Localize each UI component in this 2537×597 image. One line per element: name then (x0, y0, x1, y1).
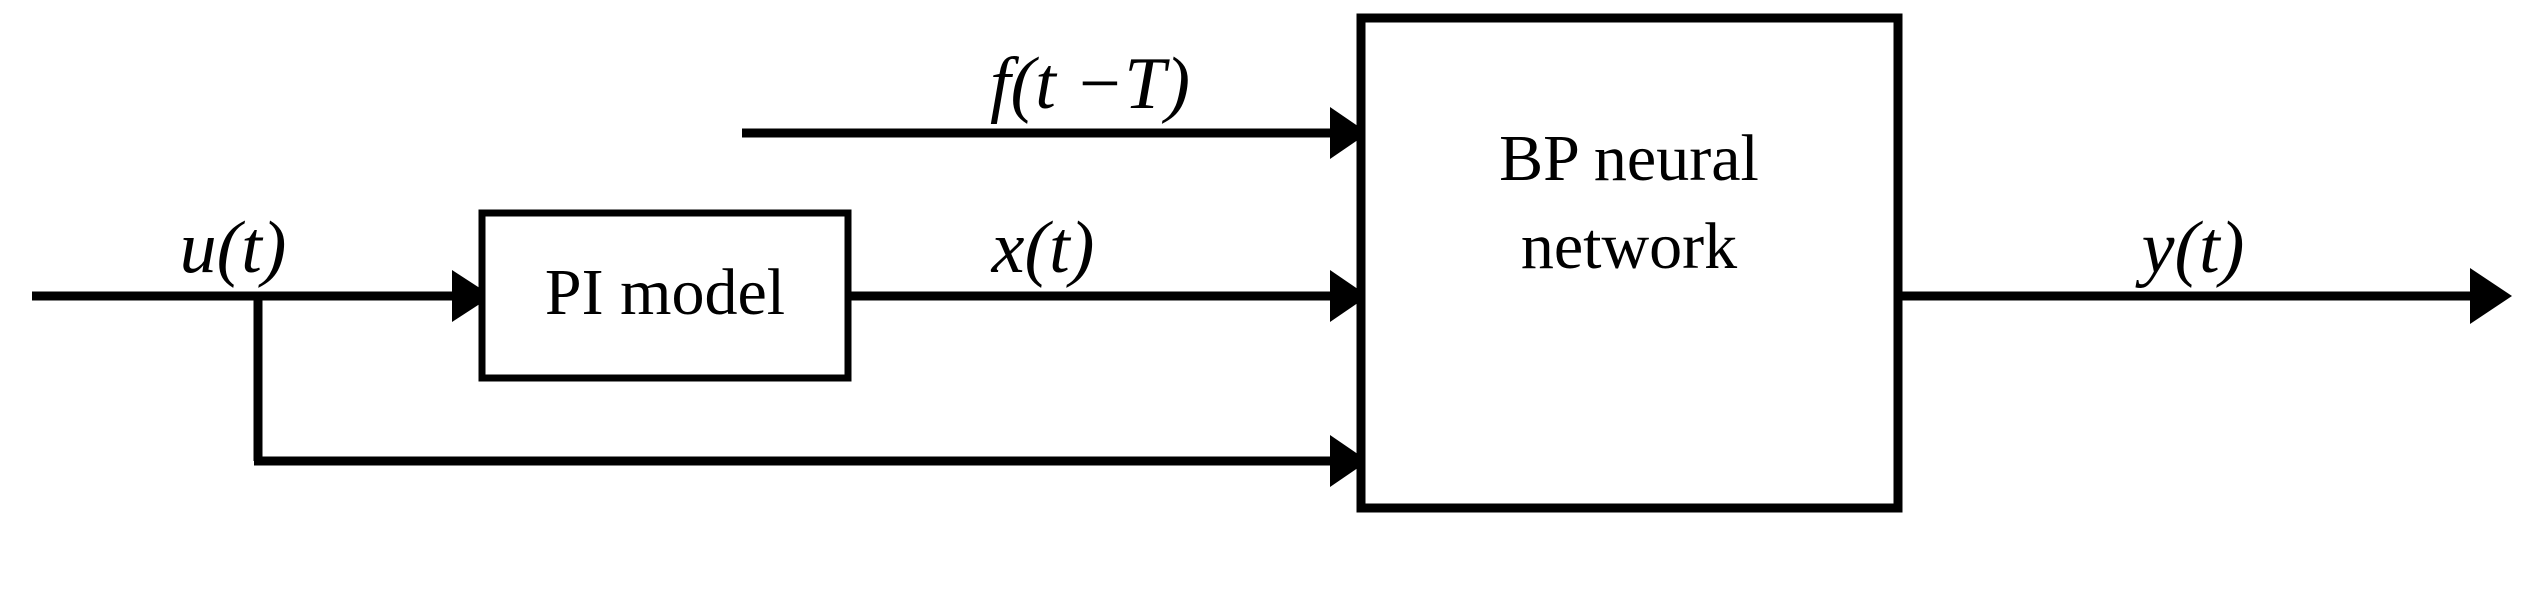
connection-input-u-to-pi (32, 270, 492, 322)
arrowhead-into-bp-top (1330, 107, 1368, 159)
pi-model-box[interactable] (478, 209, 852, 382)
connection-u-feedback-to-bp (254, 435, 1368, 487)
bp-neural-network-label-line1: BP neural (1499, 122, 1759, 195)
signal-label-y-t: y(t) (2135, 207, 2245, 289)
arrowhead-output-y (2470, 268, 2512, 324)
connection-bp-to-output-y (1895, 268, 2512, 324)
connection-delayed-f-to-bp (742, 107, 1368, 159)
arrowhead-into-bp-bottom (1330, 435, 1368, 487)
arrowhead-into-pi-model (452, 270, 492, 322)
block-bp-neural-network[interactable]: BP neural network (1356, 13, 1903, 513)
signal-label-f-t-minus-T: f(t −T) (990, 43, 1190, 125)
signal-label-x-t: x(t) (991, 207, 1095, 289)
bp-neural-network-label-line2: network (1521, 210, 1737, 283)
connection-pi-x-to-bp (845, 270, 1368, 322)
pi-model-label: PI model (545, 256, 785, 329)
block-pi-model[interactable]: PI model (478, 209, 852, 382)
signal-label-u-t: u(t) (180, 207, 287, 289)
arrowhead-into-bp-middle (1330, 270, 1368, 322)
bp-neural-network-box[interactable] (1356, 13, 1903, 513)
